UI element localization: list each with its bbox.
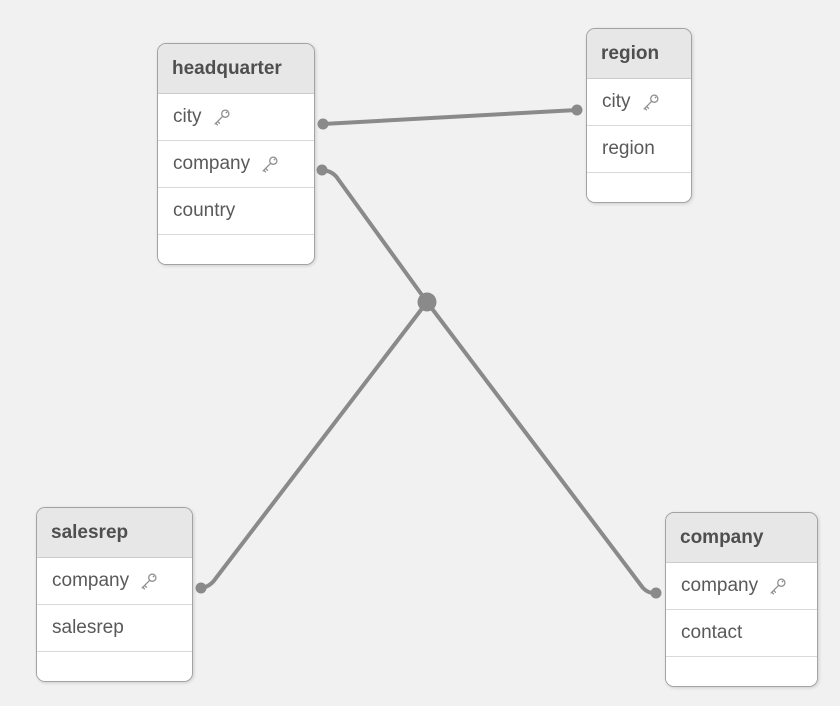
table-headquarter[interactable]: headquarter city company country [157, 43, 315, 265]
field-row-company-company[interactable]: company [666, 563, 817, 610]
table-header[interactable]: region [587, 29, 691, 79]
table-footer [666, 657, 817, 686]
key-icon [262, 155, 278, 173]
table-body: company salesrep [37, 558, 192, 652]
field-row-salesrep-company[interactable]: company [37, 558, 192, 605]
connector-junction--salesrep-company [199, 300, 429, 590]
field-row-salesrep-salesrep[interactable]: salesrep [37, 605, 192, 652]
field-row-headquarter-country[interactable]: country [158, 188, 314, 235]
connector-endpoint-dot [571, 104, 583, 116]
key-icon [642, 93, 659, 111]
field-row-company-contact[interactable]: contact [666, 610, 817, 657]
connector-junction--company-company [425, 300, 658, 596]
table-salesrep[interactable]: salesrep company salesrep [36, 507, 193, 682]
key-icon [141, 572, 157, 590]
table-body: city region [587, 79, 691, 173]
table-footer [37, 652, 192, 681]
connector-endpoint-dot [317, 118, 329, 130]
key-icon [213, 108, 230, 126]
table-body: city company country [158, 94, 314, 235]
table-company[interactable]: company company contact [665, 512, 818, 687]
field-label: city [173, 105, 202, 127]
connector-headquarter-city--region-city [321, 108, 579, 126]
junction-dot [417, 292, 437, 312]
connector-endpoint-dot [195, 582, 207, 594]
connector-endpoint-dot [316, 164, 328, 176]
connector-headquarter-company--junction [320, 168, 429, 304]
key-icon [770, 577, 786, 595]
field-label: contact [681, 621, 743, 643]
field-label: city [602, 90, 631, 112]
field-row-headquarter-company[interactable]: company [158, 141, 314, 188]
table-region[interactable]: region city region [586, 28, 692, 203]
table-header[interactable]: headquarter [158, 44, 314, 94]
table-header[interactable]: company [666, 513, 817, 563]
field-label: company [52, 569, 130, 591]
field-row-region-city[interactable]: city [587, 79, 691, 126]
table-footer [158, 235, 314, 264]
field-label: company [681, 574, 759, 596]
connector-endpoint-dot [650, 587, 662, 599]
table-footer [587, 173, 691, 202]
field-label: country [173, 199, 236, 221]
field-row-region-region[interactable]: region [587, 126, 691, 173]
table-body: company contact [666, 563, 817, 657]
field-row-headquarter-city[interactable]: city [158, 94, 314, 141]
field-label: salesrep [52, 616, 124, 638]
field-label: region [602, 137, 655, 159]
field-label: company [173, 152, 251, 174]
table-header[interactable]: salesrep [37, 508, 192, 558]
